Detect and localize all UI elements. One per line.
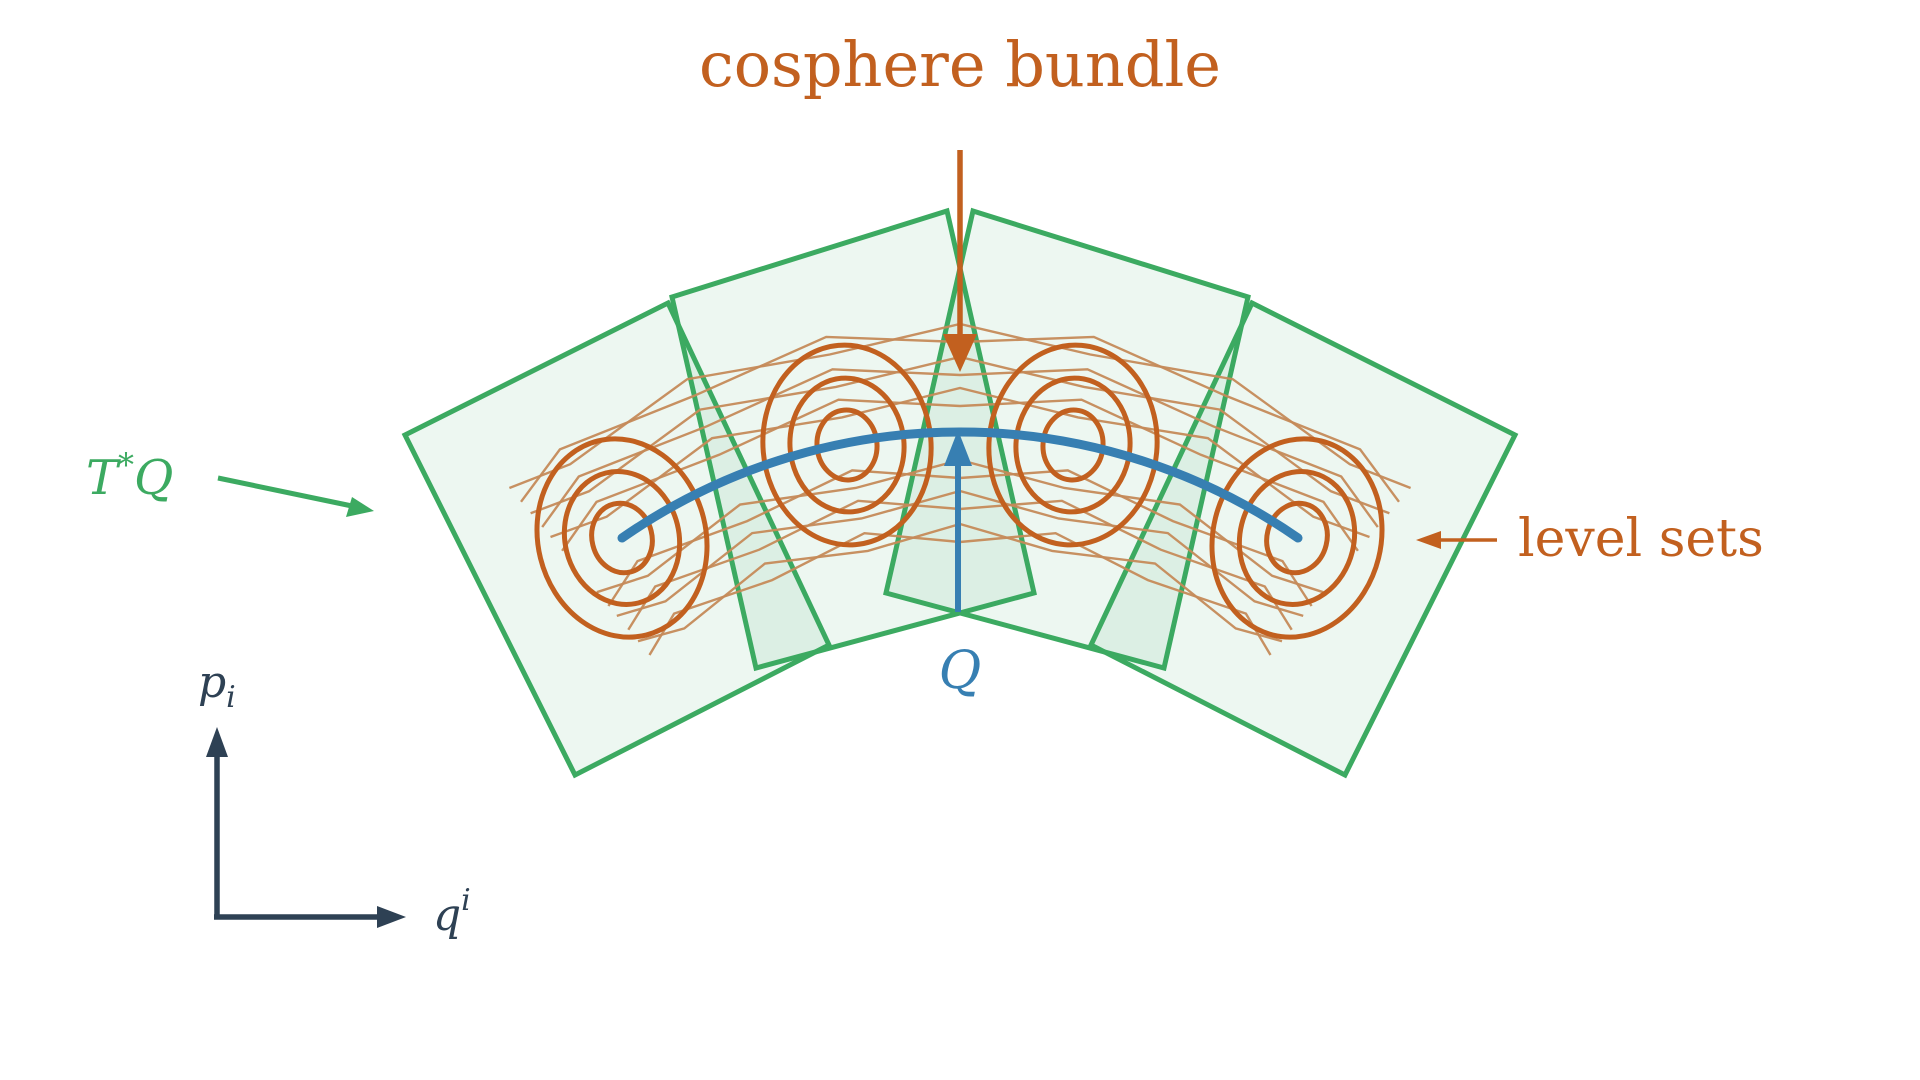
chart-panel [401, 299, 833, 779]
level-set-ring [760, 342, 934, 548]
cosphere-bundle-arrow [943, 150, 977, 372]
cotangent-bundle-label: T*Q [86, 446, 173, 506]
base-manifold-arrow [944, 430, 972, 612]
diagram-title: cosphere bundle [699, 28, 1221, 101]
level-set-ring [589, 500, 655, 576]
level-set-ring [561, 469, 683, 607]
axis-arrowhead-right-icon [377, 906, 406, 928]
base-manifold-curve [617, 427, 1303, 543]
flow-line [561, 398, 1359, 552]
arrowhead-up-icon [944, 430, 972, 466]
level-set-ring [1013, 375, 1133, 515]
arrowhead-down-icon [943, 334, 977, 372]
level-set-ring [986, 342, 1160, 548]
level-set-ring [1236, 469, 1358, 607]
flow-line [550, 386, 1370, 539]
level-set-cluster [534, 436, 710, 640]
axis-arrowhead-up-icon [206, 727, 228, 757]
level-sets-arrow [1416, 531, 1497, 549]
level-sets-label: level sets [1518, 509, 1764, 569]
axis-q-label: qi [433, 883, 471, 941]
level-set-ring [1209, 436, 1385, 640]
level-set-cluster [1209, 436, 1385, 640]
level-set-ring [534, 436, 710, 640]
cotangent-bundle-arrow [217, 475, 374, 517]
flow-line [541, 368, 1379, 528]
level-set-ring [1264, 500, 1330, 576]
axis-p-label: pi [198, 657, 236, 715]
arrowhead-right-icon [346, 497, 374, 517]
level-set-ring [787, 375, 907, 515]
coordinate-axes [206, 727, 406, 928]
base-manifold-label: Q [939, 641, 982, 701]
arrowhead-left-icon [1416, 531, 1441, 549]
